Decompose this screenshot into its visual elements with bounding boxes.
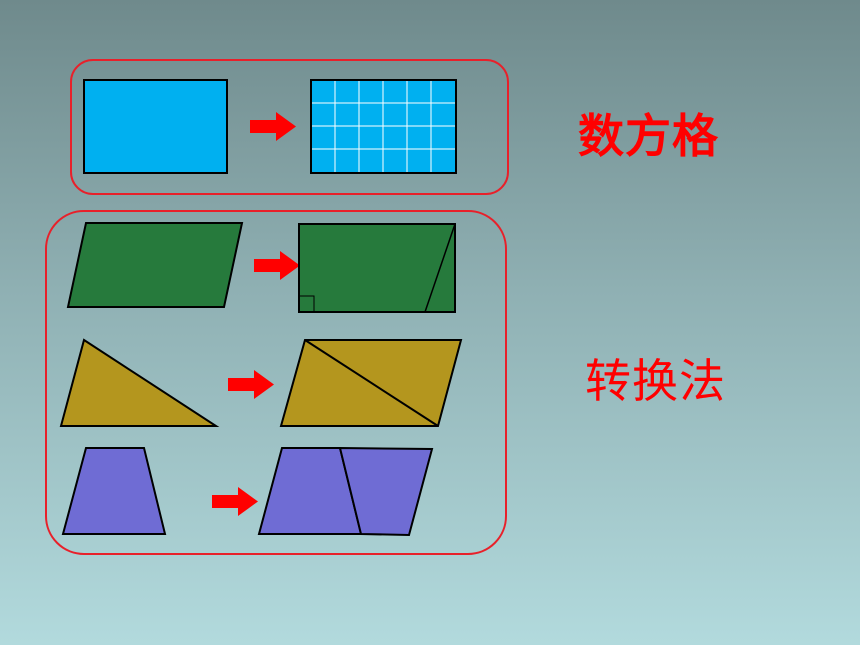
grid-method-group: [70, 59, 509, 195]
right-arrow-icon: [250, 112, 296, 141]
trapezoids-to-parallelogram: [257, 446, 434, 537]
grid-method-label: 数方格: [578, 109, 719, 163]
right-arrow-icon: [228, 370, 274, 399]
parallelogram: [66, 222, 244, 308]
transform-method-group: [45, 210, 507, 555]
right-arrow-icon: [212, 487, 258, 516]
triangle: [59, 338, 220, 427]
gridded-rectangle: [310, 79, 457, 174]
parallelogram-to-rectangle: [298, 223, 456, 313]
triangles-to-parallelogram: [279, 339, 463, 427]
transform-method-label: 转换法: [585, 354, 726, 408]
right-arrow-icon: [254, 251, 300, 280]
original-rectangle: [83, 79, 228, 174]
trapezoid: [61, 447, 167, 535]
